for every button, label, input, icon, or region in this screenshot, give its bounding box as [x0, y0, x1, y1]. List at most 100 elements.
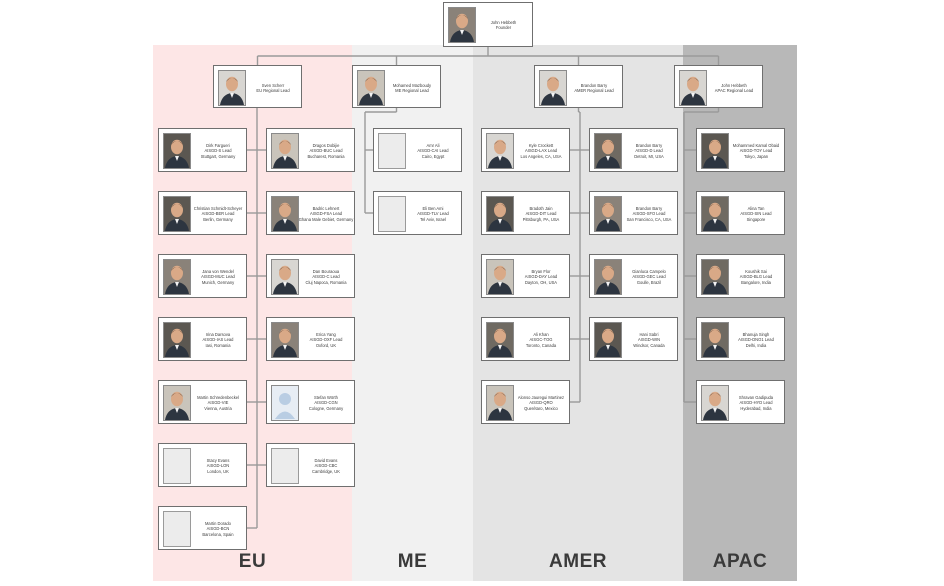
- founder-card[interactable]: John HebbethFounder: [443, 2, 533, 47]
- region-amer: AMER: [473, 45, 683, 581]
- member-card-apac[interactable]: Shravan GadipudaAISGD-HYD LeadHyderabad,…: [696, 380, 785, 424]
- profile-photo: [486, 133, 514, 169]
- person-location: Tokyo, Japan: [744, 154, 768, 159]
- lead-card-amer[interactable]: Brandon BarryAMER Regional Lead: [534, 65, 623, 108]
- member-card-eu[interactable]: Dan BouraouaAISGD-C LeadCluj Napoca, Rom…: [266, 254, 355, 298]
- profile-photo: [163, 322, 191, 358]
- person-details: Kyle CrockettAISGD-LAX LeadLos Angeles, …: [515, 133, 567, 169]
- profile-photo: [701, 133, 729, 169]
- member-card-eu[interactable]: Jana von WendelAISGD-MUC LeadMunich, Ger…: [158, 254, 247, 298]
- member-card-eu[interactable]: David EvansAISGD-CBCCambridge, UK: [266, 443, 355, 487]
- profile-photo: [163, 259, 191, 295]
- member-card-amer[interactable]: Gianluca CampeloAISGD-GEC LeadGoulle, Br…: [589, 254, 678, 298]
- member-card-amer[interactable]: Kyle CrockettAISGD-LAX LeadLos Angeles, …: [481, 128, 570, 172]
- region-apac: APAC: [683, 45, 797, 581]
- member-card-eu[interactable]: Badric LehnertAISGD-FSA LeadGhana Male G…: [266, 191, 355, 235]
- profile-photo: [486, 385, 514, 421]
- person-details: Shravan GadipudaAISGD-HYD LeadHyderabad,…: [730, 385, 782, 421]
- person-details: Koushik SaiAISGD-BLG LeadBangalore, Indi…: [730, 259, 782, 295]
- member-card-apac[interactable]: Bhanuja SinghAISGD-DNO1 LeadDelhi, India: [696, 317, 785, 361]
- region-eu: EU: [153, 45, 352, 581]
- person-details: Brandon BarryAISGD-SFO LeadSan Francisco…: [623, 196, 675, 232]
- person-details: Bryan FlorAISGD-DAY LeadDayton, OH, USA: [515, 259, 567, 295]
- person-location: Los Angeles, CA, USA: [521, 154, 562, 159]
- profile-photo: [486, 322, 514, 358]
- person-location: Querétaro, Mexico: [524, 406, 558, 411]
- person-details: David EvansAISGD-CBCCambridge, UK: [300, 448, 352, 484]
- member-card-apac[interactable]: Mohammed Kamal ObaidAISGD-TOY LeadTokyo,…: [696, 128, 785, 172]
- person-location: Bangalore, India: [741, 280, 771, 285]
- person-location: Dayton, OH, USA: [525, 280, 557, 285]
- region-label-eu: EU: [153, 551, 352, 573]
- member-card-amer[interactable]: Ali KhanAISGC-TOGToronto, Canada: [481, 317, 570, 361]
- person-location: Ghana Male Gebiet, Germany: [299, 217, 354, 222]
- member-card-amer[interactable]: Brandon BarryAISGD-SFO LeadSan Francisco…: [589, 191, 678, 235]
- member-card-me[interactable]: Eli Ben AmiAISGD-TLV LeadTel Aviv, Israe…: [373, 191, 462, 235]
- person-details: Irina DarsovaAISGD-IAS LeadIasi, Romania: [192, 322, 244, 358]
- person-location: Pittsburgh, PA, USA: [523, 217, 560, 222]
- photo-placeholder: [163, 511, 191, 547]
- member-card-eu[interactable]: Stefan WörthAISGD-CGNCologne, Germany: [266, 380, 355, 424]
- person-location: Berlin, Germany: [203, 217, 233, 222]
- person-details: Dirk FargueriAISGD-S LeadStuttgart, Germ…: [192, 133, 244, 169]
- member-card-amer[interactable]: Hani SabriAISGD-WINWindsor, Canada: [589, 317, 678, 361]
- member-card-amer[interactable]: Bradoth JainAISGD-DIT LeadPittsburgh, PA…: [481, 191, 570, 235]
- member-card-apac[interactable]: Koushik SaiAISGD-BLG LeadBangalore, Indi…: [696, 254, 785, 298]
- person-location: Cambridge, UK: [312, 469, 340, 474]
- person-details: Ali KhanAISGC-TOGToronto, Canada: [515, 322, 567, 358]
- member-card-eu[interactable]: Erica YangAISGD-OXF LeadOxford, UK: [266, 317, 355, 361]
- profile-photo: [701, 196, 729, 232]
- person-details: Gianluca CampeloAISGD-GEC LeadGoulle, Br…: [623, 259, 675, 295]
- member-card-amer[interactable]: Alonso Jauregui MartinezAISGD-QROQueréta…: [481, 380, 570, 424]
- member-card-amer[interactable]: Brandon BarryAISGD-D LeadDetroit, MI, US…: [589, 128, 678, 172]
- photo-placeholder: [378, 133, 406, 169]
- region-label-amer: AMER: [473, 551, 683, 573]
- profile-photo: [594, 322, 622, 358]
- person-title: APAC Regional Lead: [715, 88, 753, 93]
- person-details: Dan BouraouaAISGD-C LeadCluj Napoca, Rom…: [300, 259, 352, 295]
- person-title: ME Regional Lead: [395, 88, 429, 93]
- profile-photo: [271, 322, 299, 358]
- profile-photo: [679, 70, 707, 106]
- person-details: Dragos DobijieAISGD-BUC LeadBucharest, R…: [300, 133, 352, 169]
- member-card-eu[interactable]: Martin DoradoAISGD-BCNBarcelona, Spain: [158, 506, 247, 550]
- person-location: Munich, Germany: [202, 280, 234, 285]
- lead-card-me[interactable]: Mohamed MazboudyME Regional Lead: [352, 65, 441, 108]
- member-card-eu[interactable]: Dragos DobijieAISGD-BUC LeadBucharest, R…: [266, 128, 355, 172]
- member-card-me[interactable]: Amr AliAISGD-CAI LeadCairo, Egypt: [373, 128, 462, 172]
- person-details: Erica YangAISGD-OXF LeadOxford, UK: [300, 322, 352, 358]
- profile-photo: [701, 259, 729, 295]
- person-location: Hyderabad, India: [740, 406, 771, 411]
- profile-photo: [163, 385, 191, 421]
- member-card-amer[interactable]: Bryan FlorAISGD-DAY LeadDayton, OH, USA: [481, 254, 570, 298]
- person-location: Stuttgart, Germany: [201, 154, 236, 159]
- profile-photo: [218, 70, 246, 106]
- profile-photo: [271, 385, 299, 421]
- member-card-eu[interactable]: Dirk FargueriAISGD-S LeadStuttgart, Germ…: [158, 128, 247, 172]
- member-card-eu[interactable]: Martin SchredenbeckelAISGD-VIEVienna, Au…: [158, 380, 247, 424]
- person-details: Brandon BarryAISGD-D LeadDetroit, MI, US…: [623, 133, 675, 169]
- profile-photo: [486, 259, 514, 295]
- member-card-eu[interactable]: Christian Schmidt-ScheyerAISGD-BER LeadB…: [158, 191, 247, 235]
- member-card-apac[interactable]: Alina TanAISGD-SIN LeadSingapore: [696, 191, 785, 235]
- member-card-eu[interactable]: Stacy EvansAISGD-LONLondon, UK: [158, 443, 247, 487]
- person-location: Cologne, Germany: [309, 406, 343, 411]
- photo-placeholder: [378, 196, 406, 232]
- profile-photo: [594, 196, 622, 232]
- person-details: Stacy EvansAISGD-LONLondon, UK: [192, 448, 244, 484]
- lead-card-eu[interactable]: Sven ScherrEU Regional Lead: [213, 65, 302, 108]
- person-details: Badric LehnertAISGD-FSA LeadGhana Male G…: [300, 196, 352, 232]
- person-details: John HebbethFounder: [477, 7, 530, 43]
- person-location: Tel Aviv, Israel: [420, 217, 446, 222]
- person-title: AMER Regional Lead: [574, 88, 613, 93]
- person-location: Cairo, Egypt: [422, 154, 445, 159]
- lead-card-apac[interactable]: John HebbethAPAC Regional Lead: [674, 65, 763, 108]
- person-location: Bucharest, Romania: [307, 154, 344, 159]
- person-location: Goulle, Brazil: [637, 280, 661, 285]
- member-card-eu[interactable]: Irina DarsovaAISGD-IAS LeadIasi, Romania: [158, 317, 247, 361]
- person-details: Martin DoradoAISGD-BCNBarcelona, Spain: [192, 511, 244, 547]
- person-details: Martin SchredenbeckelAISGD-VIEVienna, Au…: [192, 385, 244, 421]
- person-details: Jana von WendelAISGD-MUC LeadMunich, Ger…: [192, 259, 244, 295]
- person-details: Mohammed Kamal ObaidAISGD-TOY LeadTokyo,…: [730, 133, 782, 169]
